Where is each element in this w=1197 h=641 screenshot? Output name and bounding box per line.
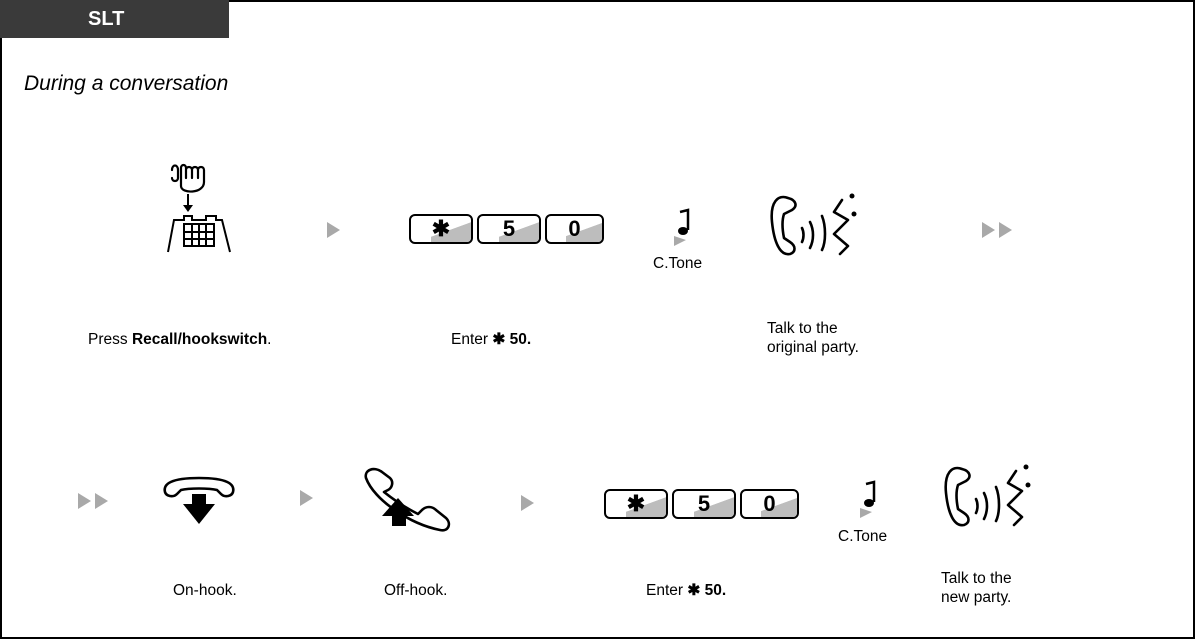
- talk-icon: [944, 464, 1031, 527]
- slt-tab: SLT: [0, 0, 229, 38]
- zero-key: 0: [545, 214, 604, 244]
- recall-hookswitch-icon: [167, 163, 231, 253]
- five-key: 5: [672, 489, 736, 519]
- tone-label: C.Tone: [653, 255, 703, 272]
- tone-label: C.Tone: [838, 528, 888, 545]
- five-key: 5: [477, 214, 541, 244]
- next-arrow: [300, 490, 313, 506]
- on-hook-icon: [163, 476, 235, 524]
- step-off-hook-caption: Off-hook.: [384, 582, 448, 599]
- tab-label: SLT: [88, 7, 125, 30]
- off-hook-icon: [364, 467, 451, 532]
- step-on-hook-caption: On-hook.: [173, 582, 237, 599]
- star-key: ✱: [409, 214, 473, 244]
- continue-arrows-icon: [78, 493, 108, 509]
- talk-icon: [770, 193, 857, 256]
- step-enter-caption: Enter ✱ 50.: [646, 582, 727, 599]
- zero-key: 0: [740, 489, 799, 519]
- confirmation-tone-icon: [674, 208, 690, 246]
- next-arrow: [327, 222, 340, 238]
- subtitle: During a conversation: [24, 72, 229, 95]
- star-key: ✱: [604, 489, 668, 519]
- confirmation-tone-icon: [860, 480, 876, 518]
- step-enter-caption: Enter ✱ 50.: [451, 331, 532, 348]
- step-recall-caption: Press Recall/hookswitch.: [88, 331, 272, 348]
- continue-arrows-icon: [982, 222, 1012, 238]
- next-arrow: [521, 495, 534, 511]
